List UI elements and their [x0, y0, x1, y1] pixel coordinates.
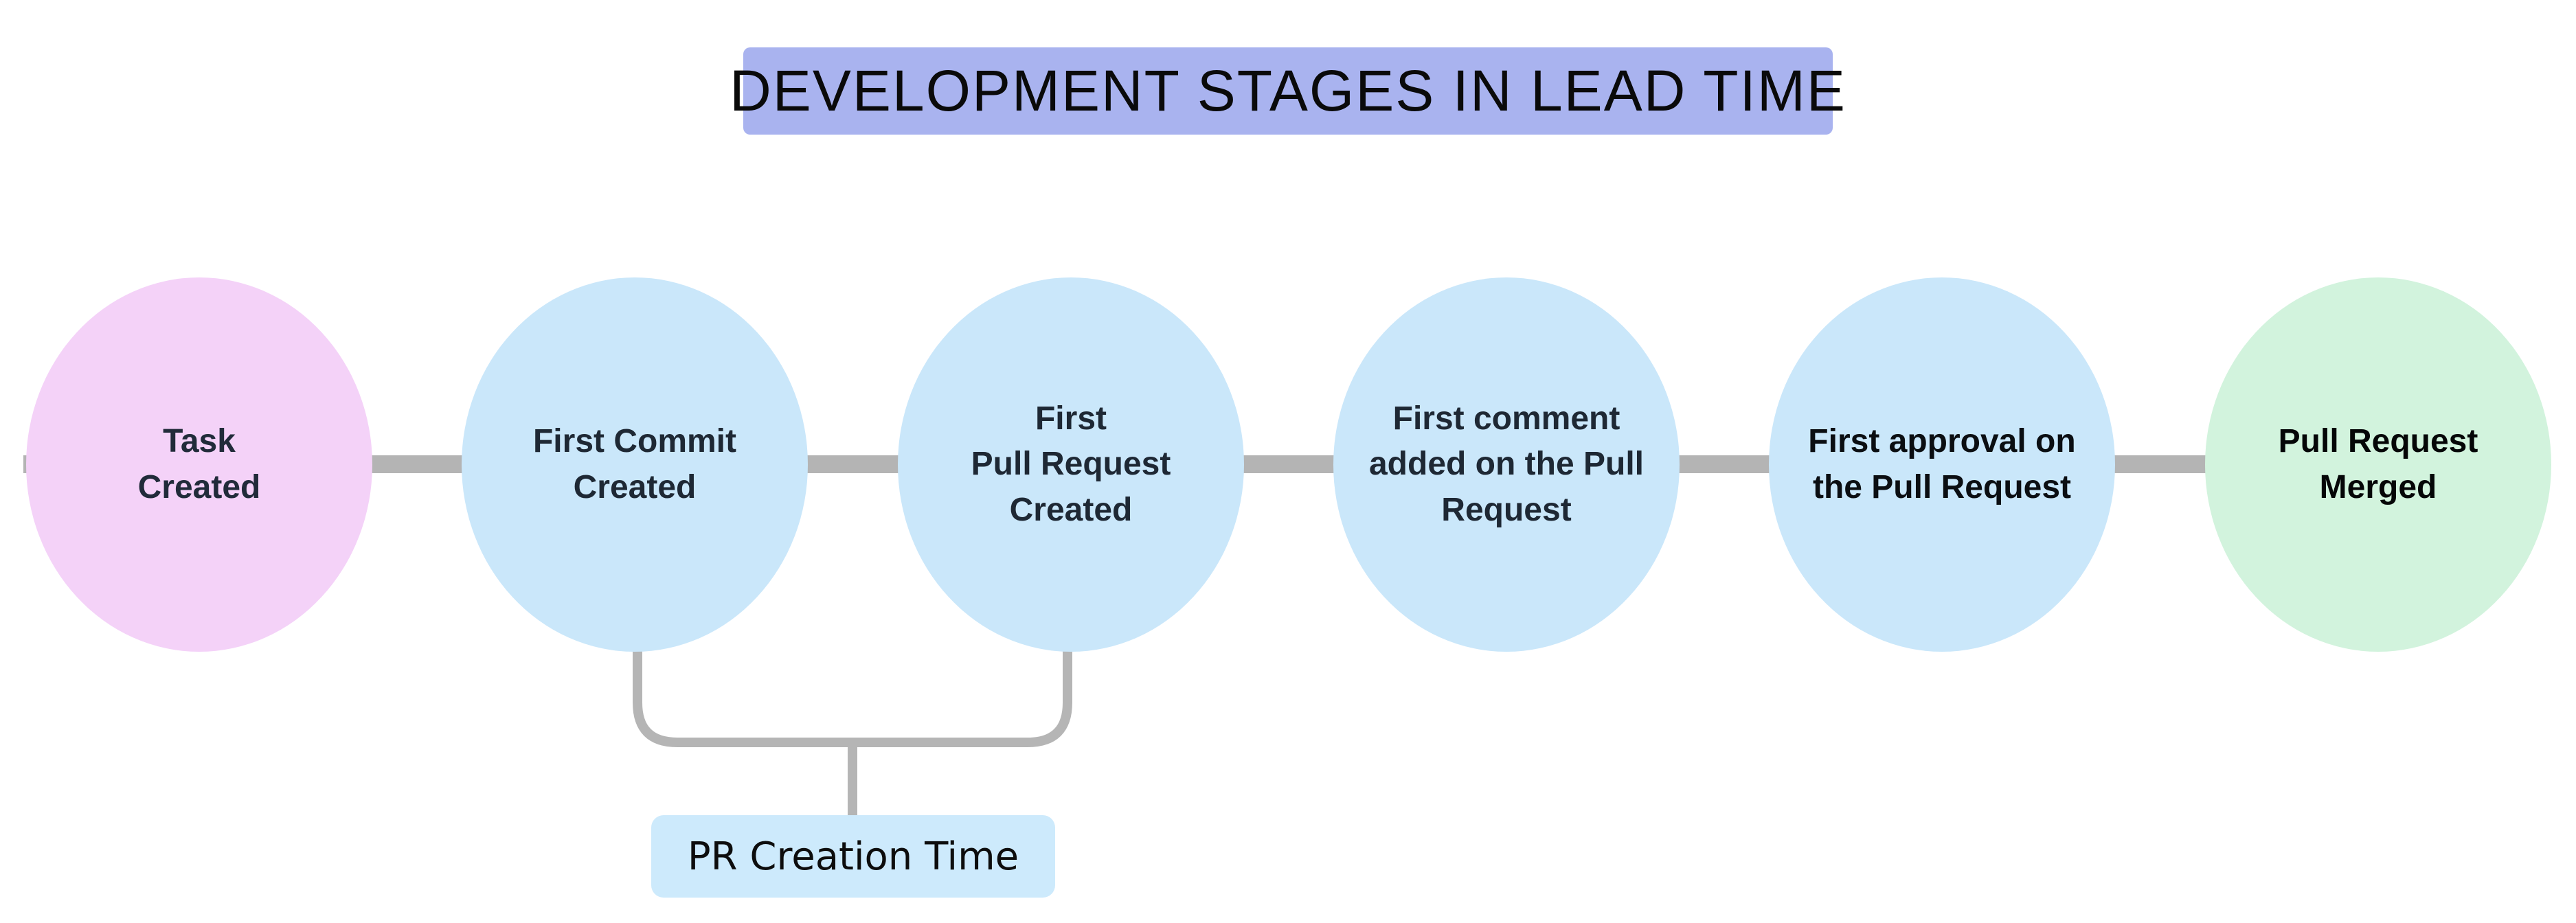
- node-first-commit-created: First Commit Created: [462, 277, 808, 652]
- node-first-comment-added: First comment added on the Pull Request: [1333, 277, 1680, 652]
- node-first-approval: First approval on the Pull Request: [1769, 277, 2115, 652]
- page-title: DEVELOPMENT STAGES IN LEAD TIME: [730, 47, 1845, 135]
- node-task-created: Task Created: [26, 277, 372, 652]
- bracket-curve: [633, 642, 1072, 747]
- node-first-pull-request-created: First Pull Request Created: [898, 277, 1244, 652]
- node-pull-request-merged: Pull Request Merged: [2205, 277, 2551, 652]
- pr-creation-time-label: PR Creation Time: [651, 815, 1055, 898]
